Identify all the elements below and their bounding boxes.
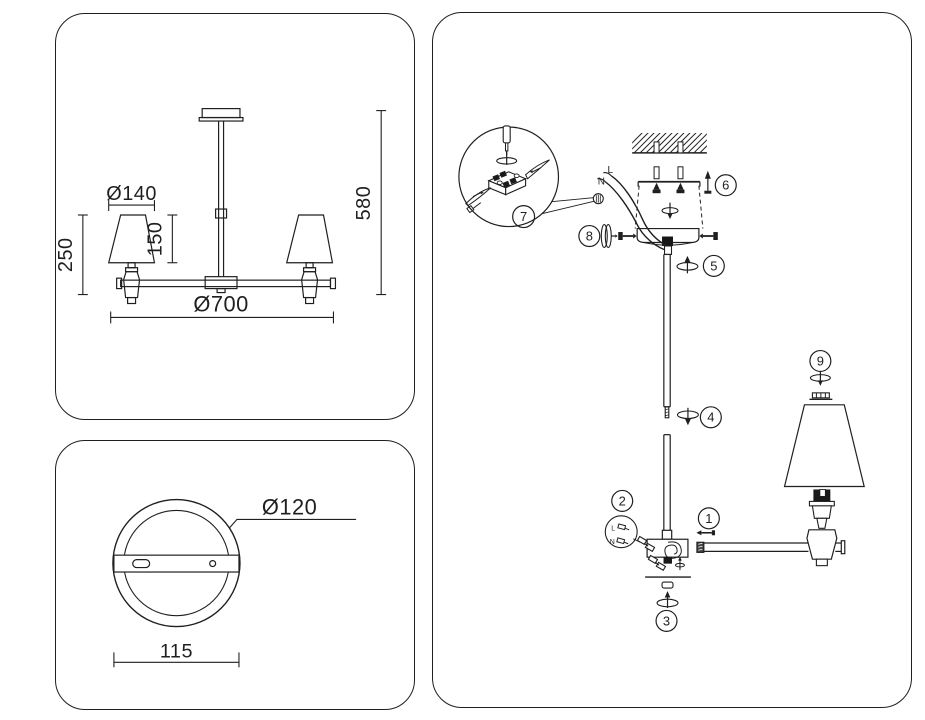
supply-wires [597,172,667,251]
step-1-badge: 1 [697,507,720,530]
dim-overall-diameter: Ø700 [193,291,248,316]
connector-label-live: L [611,525,615,532]
candle-body [806,529,838,560]
terminal-block-callout: 7 [458,125,560,229]
assembly-drawing: 6 N L 8 [458,125,865,632]
step-1-number: 1 [705,511,712,526]
screwdriver-icon [502,125,511,156]
panel-assembly-steps: 6 N L 8 [432,12,912,708]
callout-leader-lines [542,197,595,215]
canopy-center-screw [661,202,679,220]
step-5-badge: 5 [702,254,725,277]
canopy-outer-circle [112,498,241,628]
shade-ring [809,392,833,401]
washer-step3 [656,591,679,608]
arm-set-screw [696,530,716,536]
chandelier-outline [107,108,337,305]
terminal-screw-head [592,193,604,205]
coiled-wire [664,541,682,559]
shade-finial [809,370,831,386]
connector-label-neutral: N [610,539,615,546]
ceiling-hatch [632,132,707,154]
canopy-side-screw-left [618,232,637,241]
dim-bracket-length: 115 [160,640,193,662]
dimension-lines [77,110,387,324]
wire-connector-plugs [636,535,667,572]
dim-shade-height: 150 [144,222,166,257]
step-8-badge: 8 [578,224,601,248]
wire-ends [465,159,550,214]
rod-segment-lower [661,434,673,540]
washer-step8 [600,224,618,249]
step-2-badge: 2 [611,489,634,512]
step-3-number: 3 [663,613,670,628]
step-9-badge: 9 [809,349,832,373]
canopy-dimension-lines [113,518,357,668]
side-view-drawing: Ø140 150 250 580 Ø700 [56,108,387,324]
drill-hole-right [677,141,684,154]
connector-callout: L N [604,515,641,549]
step-5-number: 5 [710,258,717,273]
panel-canopy-top-view: Ø120 115 [55,440,415,710]
mounting-bracket [637,180,701,187]
canopy-side-screw-right [699,232,718,241]
rod-segment-upper [663,253,671,419]
panel-dimension-side-view: Ø140 150 250 580 Ø700 [55,13,415,420]
terminal-block [487,170,527,196]
dim-fixture-height: 250 [56,237,77,272]
lampshade-left [107,214,156,305]
lamp-shade [783,404,865,488]
step-6-number: 6 [722,178,729,193]
arm-threaded-tip [696,541,705,553]
step-8-number: 8 [586,229,593,244]
step-2-number: 2 [619,493,626,508]
ceiling-canopy [636,227,700,255]
center-hub [204,276,238,294]
canopy-plate [198,108,244,122]
wire-label-live: L [607,165,613,176]
wire-label-neutral: N [598,177,605,188]
drill-hole-left [653,141,660,154]
mounting-bar [113,554,240,573]
washer-step4 [676,407,699,426]
slot-hole [132,559,151,569]
round-hole [209,560,217,568]
step-6-badge: 6 [714,174,737,197]
lamp-socket [806,489,838,567]
lampshade-right [285,214,334,305]
step-4-badge: 4 [699,406,722,429]
dim-overall-height: 580 [353,186,375,221]
hub-nut [663,557,672,564]
mounting-screws [652,166,685,194]
step-7-badge: 7 [512,205,536,229]
canopy-nipple [662,236,673,246]
dim-shade-diameter: Ø140 [106,183,157,205]
canopy-shape [112,498,241,628]
step-7-number: 7 [520,209,527,224]
hub-assembly [636,535,689,572]
step-4-number: 4 [707,410,714,425]
dim-canopy-diameter: Ø120 [262,494,317,519]
hub-small-screw [674,556,685,571]
screw-icon-step6 [704,170,712,194]
arm-bar [116,277,337,290]
washer-step5 [676,255,699,274]
step-3-badge: 3 [655,609,678,632]
step-9-number: 9 [817,353,824,368]
hub-cover-piece [661,581,674,589]
terminal-screw-washer [496,155,518,165]
stem-rod [215,121,228,277]
canopy-drawing: Ø120 115 [112,494,357,668]
lamp-arm [696,540,846,555]
